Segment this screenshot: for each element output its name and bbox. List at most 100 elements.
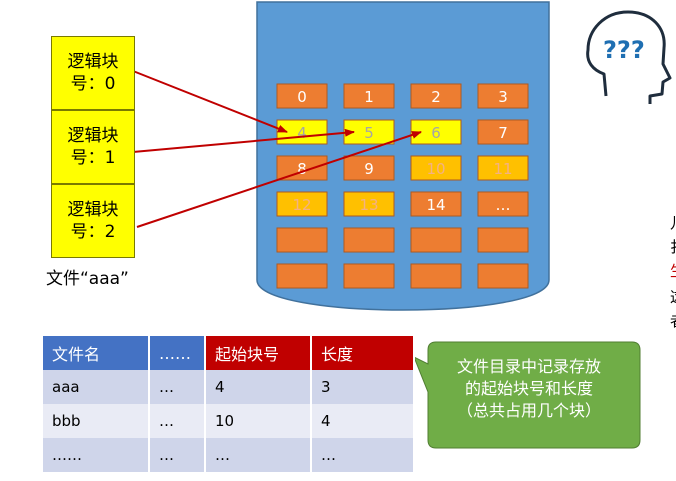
- disk-block: 14: [410, 191, 462, 217]
- disk-block-label: 8: [297, 160, 307, 178]
- header-filename: 文件名: [43, 336, 150, 370]
- disk-block: 0: [276, 83, 328, 109]
- cell-ellipsis: …: [149, 404, 206, 438]
- disk-block-rect: [477, 83, 529, 109]
- disk-block-label: 12: [292, 196, 311, 214]
- mapping-arrows: [132, 70, 422, 228]
- cell-ellipsis: …: [149, 438, 206, 472]
- disk-block-label: 5: [364, 124, 374, 142]
- disk-block-label: 10: [426, 160, 445, 178]
- disk-block: [343, 263, 395, 289]
- cell-start-block: 10: [205, 404, 312, 438]
- disk-block: 13: [343, 191, 395, 217]
- logical-block-number: 号：0: [70, 74, 116, 94]
- file-directory-table: 文件名 …… 起始块号 长度 aaa … 4 3 bbb … 10 4 …… ……: [43, 336, 415, 472]
- disk-block-rect: [276, 263, 328, 289]
- disk-block-rect: [410, 227, 462, 253]
- disk-block-rect: [410, 191, 462, 217]
- disk-block: …: [477, 191, 529, 217]
- disk-block-rect: [276, 155, 328, 181]
- disk-block-label: 11: [493, 160, 512, 178]
- logical-block-label: 逻辑块: [67, 200, 119, 220]
- disk-block: [410, 227, 462, 253]
- table-row: …… … … …: [43, 438, 415, 472]
- disk-block: 11: [477, 155, 529, 181]
- mapping-arrow: [132, 70, 288, 133]
- table-row: bbb … 10 4: [43, 404, 415, 438]
- disk-block-rect: [343, 83, 395, 109]
- disk-block-rect: [477, 191, 529, 217]
- disk-block-rect: [477, 227, 529, 253]
- logical-block-0: 逻辑块 号：0: [51, 36, 135, 110]
- disk-block-rect: [343, 263, 395, 289]
- thinking-head-icon: ???: [586, 10, 672, 104]
- disk-block-rect: [410, 263, 462, 289]
- header-start-block: 起始块号: [205, 336, 312, 370]
- disk-block-rect: [477, 155, 529, 181]
- cell-ellipsis: …: [149, 370, 206, 404]
- logical-block-number: 号：2: [70, 222, 116, 242]
- logical-block-label: 逻辑块: [67, 52, 119, 72]
- callout-line: 文件目录中记录存放: [456, 357, 601, 376]
- disk-block: [477, 227, 529, 253]
- disk-block: 10: [410, 155, 462, 181]
- disk-block-rect: [276, 191, 328, 217]
- cell-filename: aaa: [43, 370, 150, 404]
- table-row: aaa … 4 3: [43, 370, 415, 404]
- edge-text: 者: [670, 310, 676, 331]
- disk-block: 1: [343, 83, 395, 109]
- callout-text: 文件目录中记录存放 的起始块号和长度 （总共占用几个块）: [432, 356, 626, 422]
- disk-block-label: 14: [426, 196, 445, 214]
- disk-block-rect: [276, 227, 328, 253]
- edge-text: 儿: [670, 212, 676, 233]
- disk-block: [343, 227, 395, 253]
- disk-block-label: 1: [364, 88, 374, 106]
- disk-cylinder-body: [256, 1, 550, 311]
- disk-block: [477, 263, 529, 289]
- disk-block-rect: [410, 83, 462, 109]
- edge-text: 生: [670, 260, 676, 281]
- disk-block-label: 4: [297, 124, 307, 142]
- disk-block: [276, 227, 328, 253]
- cell-length: …: [311, 438, 415, 472]
- disk-block-rect: [343, 155, 395, 181]
- edge-text: 扌: [670, 236, 676, 257]
- logical-block-2: 逻辑块 号：2: [51, 184, 135, 258]
- mapping-arrow: [136, 131, 422, 228]
- logical-block-label: 逻辑块: [67, 126, 119, 146]
- disk-block-rect: [477, 119, 529, 145]
- callout-line: 的起始块号和长度: [464, 379, 593, 398]
- mapping-arrow: [132, 128, 355, 153]
- disk-block-rect: [343, 191, 395, 217]
- disk-block: 3: [477, 83, 529, 109]
- disk-block-label: 6: [431, 124, 441, 142]
- cell-filename: bbb: [43, 404, 150, 438]
- callout-bubble: [413, 341, 641, 449]
- header-length: 长度: [311, 336, 415, 370]
- disk-block-rect: [343, 227, 395, 253]
- cell-filename: ……: [43, 438, 150, 472]
- disk-block-rect: [410, 155, 462, 181]
- cell-start-block: 4: [205, 370, 312, 404]
- disk-block-rect: [477, 263, 529, 289]
- disk-block-label: 9: [364, 160, 374, 178]
- disk-block-label: 2: [431, 88, 441, 106]
- disk-block: 12: [276, 191, 328, 217]
- file-caption: 文件“aaa”: [46, 269, 129, 289]
- disk-block: 2: [410, 83, 462, 109]
- disk-block: 8: [276, 155, 328, 181]
- disk-block-label: …: [496, 196, 511, 214]
- cell-length: 4: [311, 404, 415, 438]
- disk-block-label: 13: [359, 196, 378, 214]
- cell-length: 3: [311, 370, 415, 404]
- disk-block: [410, 263, 462, 289]
- disk-block: 9: [343, 155, 395, 181]
- svg-text:???: ???: [603, 36, 645, 64]
- header-ellipsis: ……: [149, 336, 206, 370]
- disk-block-label: 7: [498, 124, 508, 142]
- disk-block-rect: [276, 83, 328, 109]
- logical-block-1: 逻辑块 号：1: [51, 110, 135, 184]
- disk-block: [276, 263, 328, 289]
- logical-block-number: 号：1: [70, 148, 116, 168]
